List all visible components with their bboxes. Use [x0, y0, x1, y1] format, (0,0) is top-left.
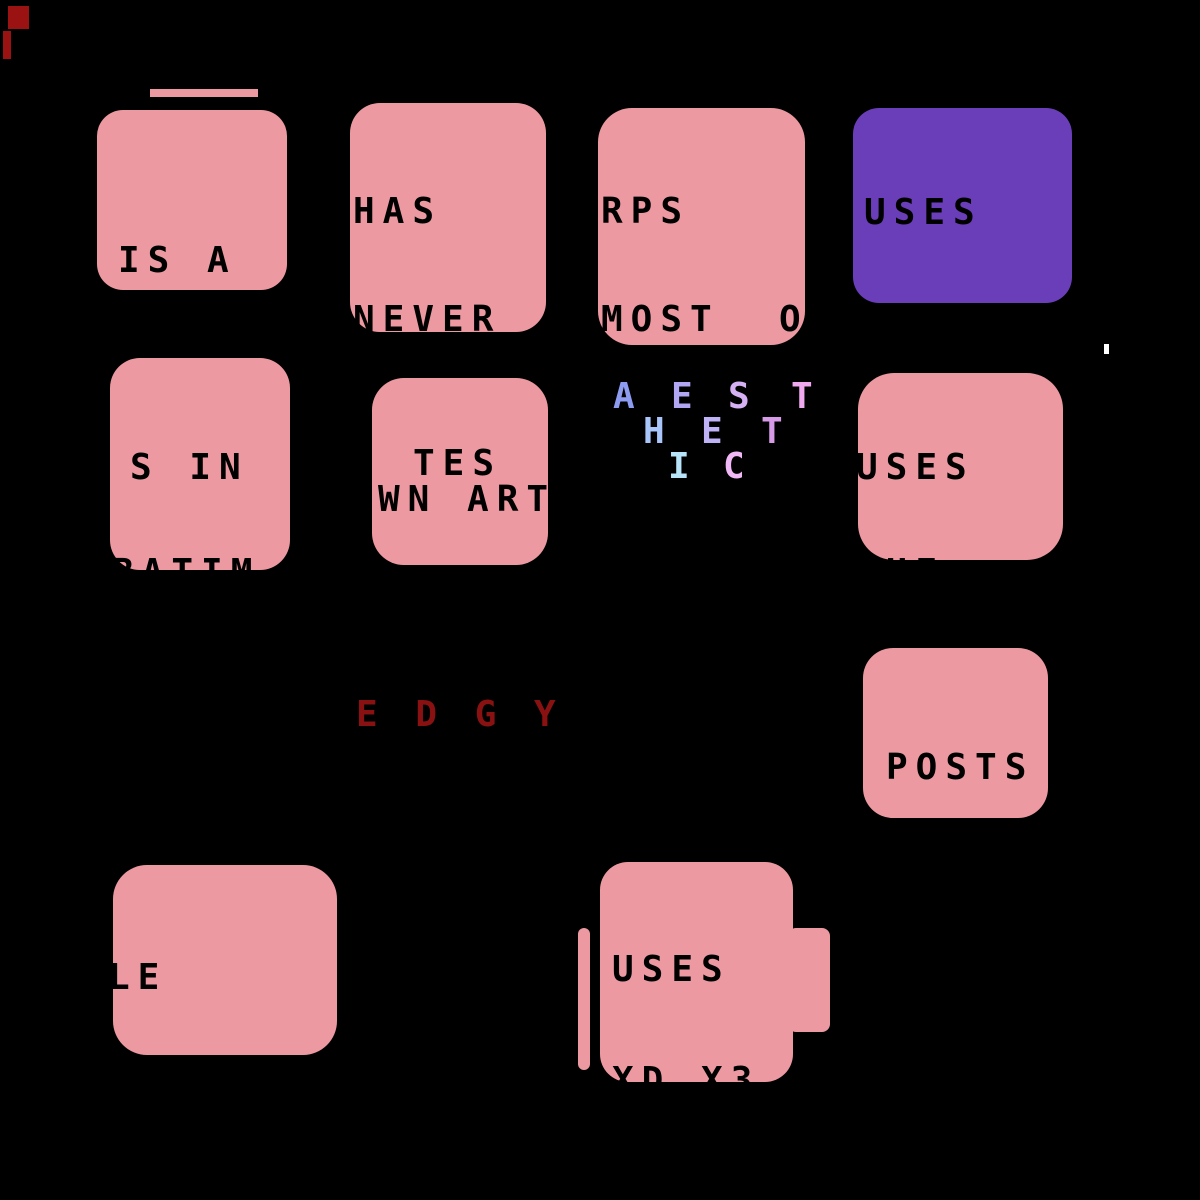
cell-label-wn-art: WN ART: [378, 410, 556, 590]
bingo-cell-uses-bases[interactable]: [853, 108, 1072, 303]
aesthetic-letter-s: S: [728, 376, 750, 417]
cell-label-uses-bases: USES BASES: [864, 120, 1012, 416]
bingo-cell-rps-most-o-the-time[interactable]: [598, 108, 805, 345]
aesthetic-letter-t2: T: [761, 411, 783, 452]
cell-line: TES: [413, 443, 503, 484]
cell-line: BASES: [864, 303, 1013, 344]
bingo-cell-uses-xd-x3-and-3[interactable]: [600, 862, 793, 1082]
cell-line: USES: [856, 447, 975, 488]
cell-label-posts-24-7: POSTS 24/7: [886, 680, 1034, 960]
stray-white-dash: [1104, 344, 1109, 354]
cell-line: TIME: [601, 515, 720, 556]
cell-line: FREE: [108, 1062, 227, 1103]
cell-line: NEVER: [353, 299, 502, 340]
cell-label-batim-or-fnaf-fandom: S IN BATIM R FN FANDOM: [112, 380, 290, 870]
cell-line: IS A: [118, 240, 237, 281]
cell-line: USES: [864, 192, 983, 233]
cell-line: BATIM: [112, 552, 261, 593]
bingo-cell-is-a-furry[interactable]: [97, 110, 287, 290]
stray-pink-strip: [578, 928, 590, 1070]
cell-label-rps-most-o-the-time: RPS MOST O THE TIME: [601, 122, 809, 626]
cell-line: HAS: [353, 191, 443, 232]
cell-line: SPACE: [108, 1167, 257, 1200]
cell-label-le-free-space: LE FREE SPACE: [108, 890, 256, 1200]
aesthetic-letter-t1: T: [791, 376, 813, 417]
cell-line: FANDOM: [112, 762, 291, 803]
cell-label-tes: TES: [413, 374, 532, 554]
bingo-cell-posts-24-7[interactable]: [863, 648, 1048, 818]
cell-line: USES: [612, 949, 731, 990]
cell-line: AND :3: [612, 1171, 791, 1200]
cell-line: S IN: [130, 447, 249, 488]
stray-red-pixel-bar: [3, 31, 11, 59]
edgy-text: E D G Y: [356, 694, 564, 735]
bingo-cell-tes-wn-art[interactable]: [372, 378, 548, 565]
cell-line: LE: [108, 957, 168, 998]
cell-line: R FN: [130, 657, 249, 698]
cell-line: THE: [856, 552, 946, 593]
cell-line: POSTS: [886, 747, 1035, 788]
cell-line: RPS: [601, 191, 691, 232]
cell-line: WN ART: [378, 479, 557, 520]
bingo-cell-uses-the-circle-tool[interactable]: [858, 373, 1063, 560]
bingo-cell-le-free-space[interactable]: [113, 865, 337, 1055]
bingo-cell-has-never-gotten-sp[interactable]: [350, 103, 546, 332]
aesthetic-letter-e2: E: [701, 411, 723, 452]
aesthetic-letter-c: C: [723, 446, 745, 487]
aesthetic-letter-i: I: [668, 446, 690, 487]
stray-pink-line: [150, 89, 258, 97]
cell-label-uses-xd-x3-and-3: USES XD X3 AND :3: [612, 877, 790, 1200]
cell-line: MOST O: [601, 299, 809, 340]
aesthetic-letter-a: A: [613, 376, 635, 417]
cell-line: THE: [601, 407, 691, 448]
aesthetic-letter-h: H: [643, 411, 665, 452]
stray-red-pixel-square: [8, 6, 29, 29]
cell-line: 24/7: [886, 852, 1005, 893]
aesthetic-letter-e1: E: [671, 376, 693, 417]
bingo-cell-uses-xd-x3-bump: [788, 928, 830, 1032]
bingo-cell-batim-or-fnaf-fandom[interactable]: [110, 358, 290, 570]
cell-line: XD X3: [612, 1060, 761, 1101]
